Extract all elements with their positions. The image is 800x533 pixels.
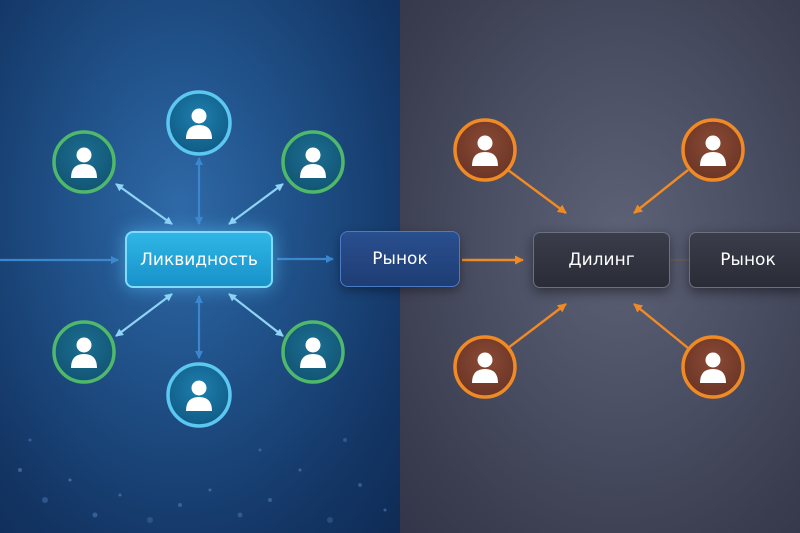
- participant-node: [52, 130, 116, 194]
- participant-node: [166, 362, 232, 428]
- participant-node: [281, 320, 345, 384]
- arrow-lower-left: [507, 303, 567, 349]
- liquidity-connectors: [0, 157, 334, 359]
- participant-node: [281, 130, 345, 194]
- bokeh-decoration: [18, 438, 387, 523]
- participant-node: [453, 118, 517, 182]
- dealing-label: Дилинг: [568, 250, 635, 270]
- market-box-left: Рынок: [340, 231, 460, 287]
- market-label-left: Рынок: [372, 249, 428, 269]
- arrow-upper-right: [633, 169, 689, 214]
- participant-node: [166, 90, 232, 156]
- participant-node: [453, 335, 517, 399]
- liquidity-label: Ликвидность: [140, 249, 258, 270]
- market-label-right: Рынок: [720, 250, 776, 270]
- arrow-upper-right: [228, 183, 284, 225]
- arrow-lower-right: [228, 293, 284, 337]
- participant-node: [681, 335, 745, 399]
- dealing-connectors: [462, 169, 689, 349]
- dealing-box: Дилинг: [533, 232, 670, 288]
- participant-node: [681, 118, 745, 182]
- market-box-right: Рынок: [689, 232, 800, 288]
- arrow-upper-left: [507, 169, 567, 214]
- arrow-lower-right: [633, 303, 689, 349]
- liquidity-box: Ликвидность: [125, 231, 273, 288]
- arrow-lower-left: [115, 293, 173, 337]
- arrow-upper-left: [115, 183, 173, 225]
- participant-node: [52, 320, 116, 384]
